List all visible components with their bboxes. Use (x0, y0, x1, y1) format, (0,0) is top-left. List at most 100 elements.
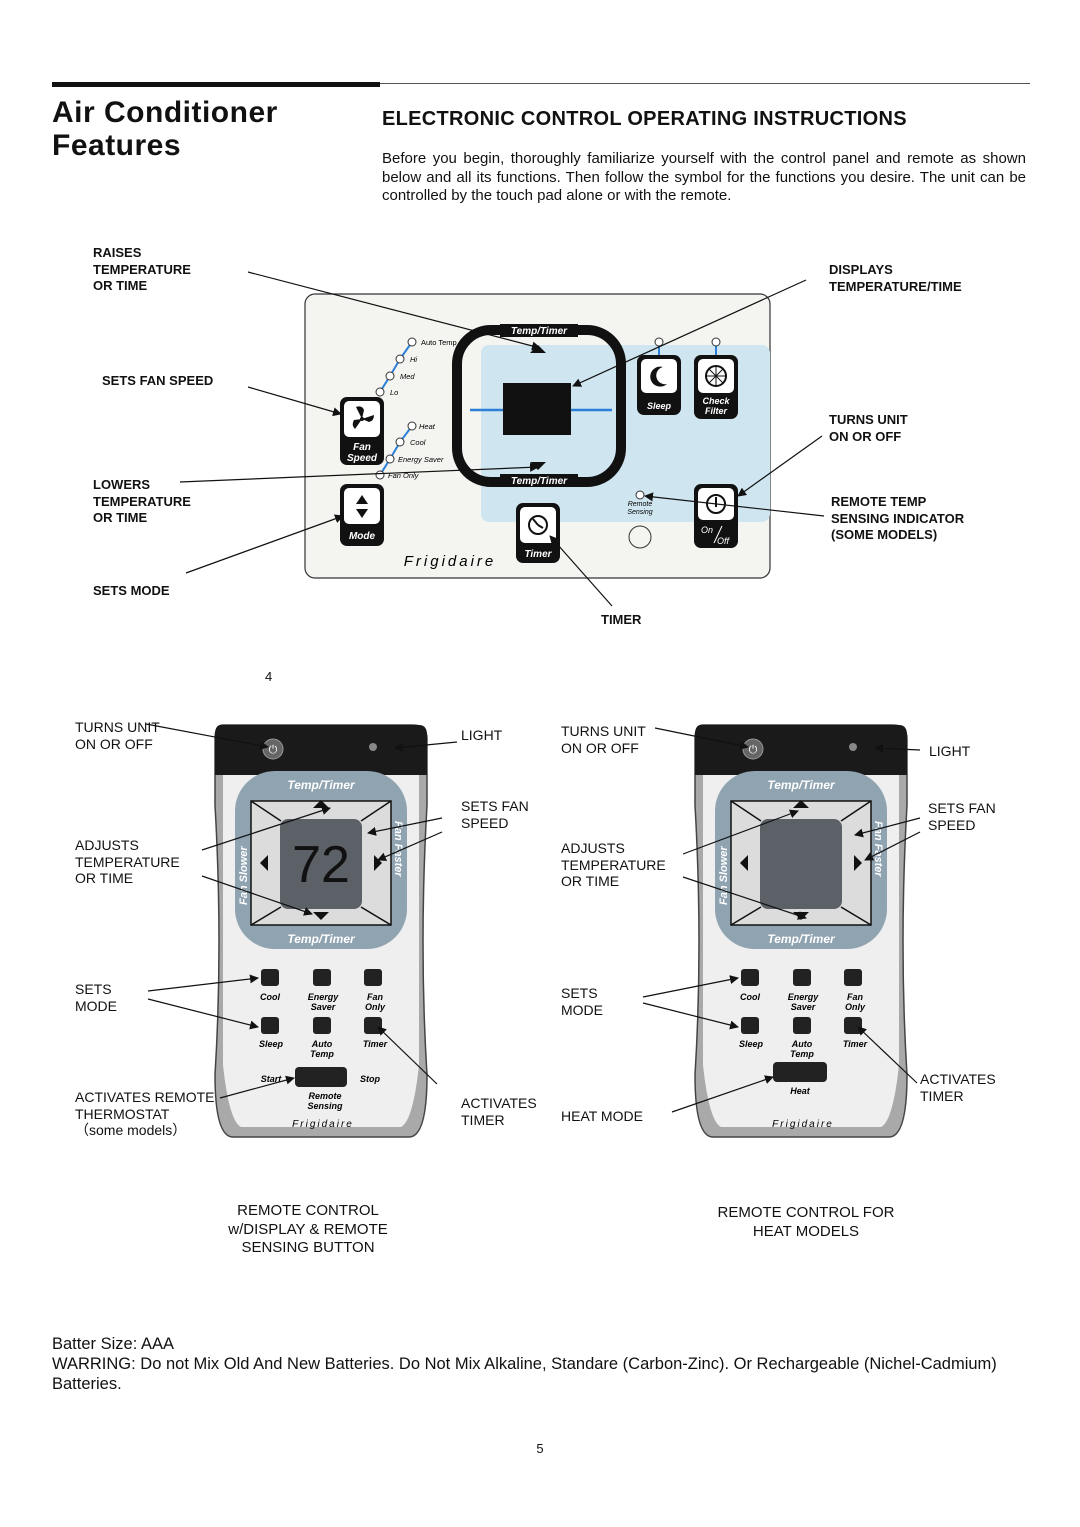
r2-sleep-button[interactable] (741, 1017, 759, 1034)
mode-cool: Cool (410, 438, 426, 447)
up-arrow-icon (313, 800, 329, 808)
section-title: ELECTRONIC CONTROL OPERATING INSTRUCTION… (382, 108, 907, 130)
callout-sets-mode: SETS MODE (93, 583, 170, 598)
right-arrow-icon (374, 855, 382, 871)
battery-size: Batter Size: AAA (52, 1335, 174, 1353)
fan-icon (352, 406, 374, 429)
r2-light-led (849, 743, 857, 751)
sleep-button[interactable]: Sleep (637, 355, 681, 415)
r1-fan-slower: Fan Slower (238, 846, 250, 905)
svg-text:Fan: Fan (367, 992, 384, 1002)
figure-marker: 4 (265, 669, 273, 684)
r2-callout-activates-timer: ACTIVATES TIMER (920, 1071, 996, 1104)
header-rule-thick (52, 82, 380, 87)
svg-text:Temp: Temp (790, 1049, 814, 1059)
fan-speed-button[interactable]: Fan Speed (340, 397, 384, 465)
fan-level-hi: Hi (410, 355, 417, 364)
r2-temp-timer-bottom: Temp/Timer (767, 932, 836, 946)
svg-text:Sleep: Sleep (259, 1039, 284, 1049)
r2-temp-timer-top: Temp/Timer (767, 778, 836, 792)
svg-text:Sleep: Sleep (647, 401, 672, 411)
remote-1: ⏻ 72 Temp/Timer Temp/Timer Fan Slower Fa… (214, 724, 428, 1138)
mode-button[interactable]: Mode (340, 484, 384, 546)
remote-sensing-led (635, 490, 645, 500)
mode-energy-saver: Energy Saver (398, 455, 444, 464)
r1-timer-button[interactable] (364, 1017, 382, 1034)
left-arrow-icon (260, 855, 268, 871)
filter-icon (705, 365, 727, 387)
r1-auto-temp-button[interactable] (313, 1017, 331, 1034)
svg-text:Cool: Cool (260, 992, 280, 1002)
r2-cool-button[interactable] (741, 969, 759, 986)
power-icon (706, 494, 726, 514)
down-arrow-icon (313, 912, 329, 920)
r2-fan-only-button[interactable] (844, 969, 862, 986)
timer-button[interactable]: Timer (516, 503, 560, 563)
right-arrow-icon (854, 855, 862, 871)
svg-text:Temp: Temp (310, 1049, 334, 1059)
svg-text:Fan: Fan (847, 992, 864, 1002)
r1-energy-saver-button[interactable] (313, 969, 331, 986)
svg-text:Saver: Saver (311, 1002, 336, 1012)
svg-text:Cool: Cool (740, 992, 760, 1002)
page-title: Air Conditioner Features (52, 96, 278, 162)
r2-energy-saver-button[interactable] (793, 969, 811, 986)
callout-timer: TIMER (601, 612, 642, 627)
control-panel-figure: Temp/Timer Temp/Timer Auto Temp Hi Med L… (179, 271, 825, 607)
intro-paragraph: Before you begin, thoroughly familiarize… (382, 150, 1026, 204)
r2-callout-turns-unit: TURNS UNIT ON OR OFF (561, 723, 646, 756)
battery-warning: WARRING: Do not Mix Old And New Batterie… (52, 1355, 997, 1393)
svg-text:Energy: Energy (788, 992, 820, 1002)
r1-callout-activates-timer: ACTIVATES TIMER (461, 1095, 537, 1128)
svg-text:Mode: Mode (349, 531, 376, 542)
svg-text:Only: Only (365, 1002, 386, 1012)
remote-sensing-label-2: Sensing (627, 509, 652, 516)
fan-level-med: Med (400, 372, 415, 381)
r2-heat-label: Heat (790, 1086, 811, 1096)
check-filter-button[interactable]: Check Filter (694, 355, 738, 419)
r2-callout-heat-mode: HEAT MODE (561, 1108, 643, 1124)
r2-timer-button[interactable] (844, 1017, 862, 1034)
r1-callout-light: LIGHT (461, 727, 503, 743)
svg-text:Timer: Timer (363, 1039, 388, 1049)
svg-text:Remote: Remote (308, 1091, 341, 1101)
r1-callout-adjusts: ADJUSTS TEMPERATURE OR TIME (75, 837, 180, 886)
updown-icon (356, 495, 368, 518)
r1-fan-faster: Fan Faster (392, 821, 404, 877)
r2-display (760, 819, 842, 909)
moon-icon (650, 366, 667, 387)
on-off-button[interactable]: On Off (694, 484, 738, 548)
r1-start-label: Start (261, 1074, 283, 1084)
temp-timer-top-label: Temp/Timer (511, 326, 568, 337)
r1-remote-sensing-button[interactable] (295, 1067, 347, 1087)
r1-stop-label: Stop (360, 1074, 380, 1084)
svg-text:Sensing: Sensing (307, 1101, 343, 1111)
timer-icon (528, 515, 548, 535)
callout-raises-temp: RAISES TEMPERATURE OR TIME (93, 245, 191, 293)
remote-2: ⏻ Temp/Timer Temp/Timer Fan Slower Fan F… (694, 724, 908, 1138)
power-icon: ⏻ (269, 744, 278, 756)
fan-level-lo: Lo (390, 388, 398, 397)
r2-heat-button[interactable] (773, 1062, 827, 1082)
r1-caption: REMOTE CONTROL w/DISPLAY & REMOTE SENSIN… (228, 1202, 388, 1256)
r1-sleep-button[interactable] (261, 1017, 279, 1034)
r1-light-led (369, 743, 377, 751)
r1-brand: Frigidaire (292, 1119, 354, 1130)
fan-level-auto: Auto Temp (421, 338, 457, 347)
power-icon: ⏻ (749, 744, 758, 756)
svg-text:Auto: Auto (311, 1039, 333, 1049)
r2-callout-sets-mode: SETS MODE (561, 985, 603, 1018)
callout-lowers-temp: LOWERS TEMPERATURE OR TIME (93, 477, 191, 525)
up-arrow-icon (793, 800, 809, 808)
r2-callout-adjusts: ADJUSTS TEMPERATURE OR TIME (561, 840, 666, 889)
header-rule-thin (380, 83, 1030, 84)
left-arrow-icon (740, 855, 748, 871)
r1-cool-button[interactable] (261, 969, 279, 986)
r2-auto-temp-button[interactable] (793, 1017, 811, 1034)
r1-temp-timer-bottom: Temp/Timer (287, 932, 356, 946)
r1-callout-sets-fan: SETS FAN SPEED (461, 798, 529, 831)
callout-turns-unit: TURNS UNIT ON OR OFF (829, 412, 908, 444)
r1-fan-only-button[interactable] (364, 969, 382, 986)
svg-text:Timer: Timer (524, 549, 552, 560)
r1-callout-activates-remote: ACTIVATES REMOTE THERMOSTAT （some models… (75, 1089, 215, 1138)
